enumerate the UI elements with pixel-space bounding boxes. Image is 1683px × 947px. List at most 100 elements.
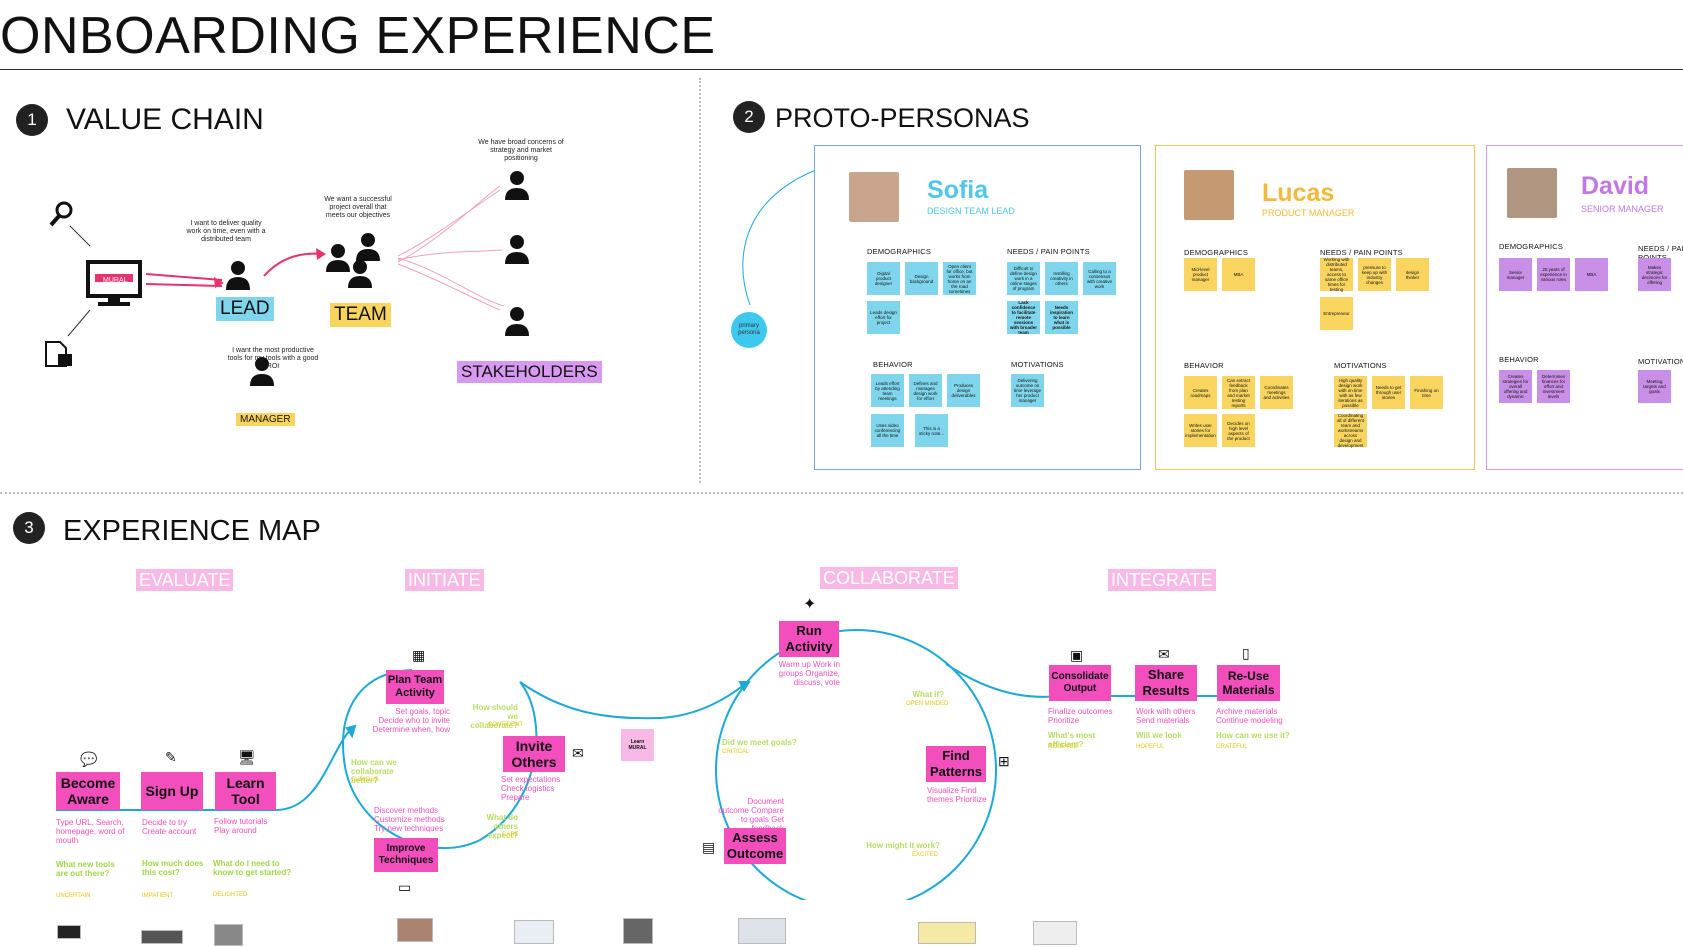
sticky-note[interactable]: MBA [1222,258,1255,291]
document-icon [45,341,72,367]
value-chain-diagram: MURAL [45,171,529,386]
presenter-icon: ✦ [803,596,817,613]
phase-evaluate: EVALUATE [136,569,234,591]
sticky-note[interactable]: Finishing on time [1410,376,1443,409]
step-re-use-materials[interactable]: Re-Use Materials [1217,665,1280,701]
step-consolidate-output[interactable]: Consolidate Output [1049,665,1111,701]
section-title-experience-map: EXPERIENCE MAP [63,515,321,547]
hierarchy-icon: ⊞ [998,753,1010,769]
step-invite-others[interactable]: Invite Others [503,736,565,772]
section-number-3: 3 [13,512,45,544]
monitor-icon: 🖥 [238,749,256,765]
thumbnail-screenshot[interactable] [397,918,433,942]
manager-label: MANAGER [236,413,295,426]
thumbnail-screenshot[interactable] [918,922,976,944]
sticky-note[interactable]: Digital product designer [867,262,900,295]
sticky-note[interactable]: Leads effort by attending team meetings [871,374,904,407]
mail-icon: ✉ [1158,646,1170,662]
sticky-note[interactable]: Calling to a consensus with creative wor… [1083,262,1116,295]
step-improve-techniques[interactable]: Improve Techniques [374,838,438,872]
step-share-results[interactable]: Share Results [1135,665,1197,701]
david-name: David [1581,172,1650,200]
thumbnail-screenshot[interactable] [214,924,243,946]
step-find-patterns[interactable]: Find Patterns [926,746,986,782]
thumbnail-screenshot[interactable] [738,918,786,944]
manager-quote: I want the most productive tools for my … [227,347,319,370]
note-find-actions: Visualize Find themes Prioritize [927,786,987,804]
sticky-note[interactable]: 20 years of experience in various roles [1537,258,1570,291]
chat-icon: 💬 [80,751,98,767]
sticky-note[interactable]: Creates roadmaps [1184,376,1217,409]
thumbnail-screenshot[interactable] [1033,921,1077,945]
manager-person-icon [250,357,274,386]
note-become-aware-question: What new tools are out there? [56,860,115,878]
step-become-aware[interactable]: Become Aware [56,772,120,810]
sticky-note[interactable]: Determines finances for effort and inves… [1537,370,1570,403]
david-avatar [1507,168,1557,218]
thumbnail-screenshot[interactable] [514,920,554,944]
sticky-note[interactable]: Meeting targets and goals [1638,370,1671,403]
note-collab-emotion: CURIOUS [351,777,379,783]
sticky-note[interactable]: Leads design effort for project [867,301,900,334]
sticky-note[interactable]: Working with distributed teams, access t… [1320,257,1353,292]
step-run-activity[interactable]: Run Activity [779,621,839,657]
sticky-note[interactable]: Decides on high level aspects of the pro… [1222,414,1255,447]
sticky-note[interactable]: Defines and manages design work for effo… [909,374,942,407]
note-sign-up-question: How much does this cost? [142,859,204,877]
sticky-note[interactable]: Senior manager [1499,258,1532,291]
step-learn-mural[interactable]: Learn MURAL [621,729,654,761]
team-label: TEAM [330,303,391,327]
lucas-avatar [1184,170,1234,220]
step-assess-outcome[interactable]: Assess Outcome [724,828,786,864]
sticky-note[interactable]: Produces design deliverables [947,374,980,407]
note-learn-emotion: DELIGHTED [213,892,248,898]
lucas-name: Lucas [1262,179,1335,207]
sticky-note[interactable]: High quality design work with on time wi… [1334,376,1367,409]
note-share-question: Will we look [1136,731,1182,740]
sticky-note[interactable]: MBA [1575,258,1608,291]
sticky-note[interactable]: design thinker [1396,258,1429,291]
sticky-note[interactable]: Needs inspiration to learn what is possi… [1045,301,1078,334]
lead-person-icon [226,261,250,290]
sofia-demographics-label: DEMOGRAPHICS [867,247,932,256]
sticky-note[interactable]: Design background [905,262,938,295]
thumbnail-screenshot[interactable] [141,930,183,944]
sticky-note[interactable]: Entrepreneur [1320,297,1353,330]
file-icon: ▯ [1242,645,1250,661]
sticky-note[interactable]: Uses video conferencing all the time [871,414,904,447]
step-learn-tool[interactable]: Learn Tool [215,772,276,810]
step-plan-team-activity[interactable]: Plan Team Activity [386,670,444,704]
sticky-note[interactable]: Can extract feedback from plan and marke… [1222,376,1255,409]
note-reuse-emotion: GRATEFUL [1216,744,1248,750]
sticky-note[interactable]: Creates strategies for overall offering … [1499,370,1532,403]
note-learn-actions: Follow tutorials Play around [214,817,268,835]
sticky-note[interactable]: Instilling creativity in others [1045,262,1078,295]
phase-integrate: INTEGRATE [1108,569,1216,591]
sticky-note[interactable]: Open client for office, but works from h… [943,262,976,295]
note-reuse-actions: Archive materials Continue modeling [1216,707,1283,725]
sticky-note[interactable]: Mid-level product manager [1184,258,1217,291]
note-share-emotion: HOPEFUL [1136,744,1165,750]
step-sign-up[interactable]: Sign Up [141,772,203,810]
sticky-note[interactable]: This is a sticky note... [915,414,948,447]
thumbnail-screenshot[interactable] [623,918,653,944]
thumbnail-screenshot[interactable] [57,925,81,939]
lucas-role: PRODUCT MANAGER [1262,208,1355,218]
edit-icon: ✎ [165,749,177,765]
sticky-note[interactable]: Difficult to define design work in a onl… [1007,262,1040,295]
note-plan-actions: Set goals, topic Decide who to invite De… [372,707,450,734]
sticky-note[interactable]: Writes user stories for implementation [1184,414,1217,447]
persona-card-lucas: Lucas PRODUCT MANAGER DEMOGRAPHICS NEEDS… [1155,145,1475,470]
sticky-note[interactable]: Delivering outcome on time leverage her … [1011,374,1044,407]
note-consolidate-actions: Finalize outcomes Prioritize [1048,707,1113,725]
sticky-note[interactable]: pressure to keep up with industry change… [1358,258,1391,291]
note-invite-actions: Set expectations Check logistics Prepare [501,775,561,802]
sticky-note[interactable]: Lack confidence to facilitate remote ses… [1007,300,1040,335]
sticky-note[interactable]: Coordinates meetings and activities [1260,376,1293,409]
sticky-note[interactable]: Coordinating all of different team and w… [1334,413,1367,448]
sticky-note[interactable]: Makes strategic decisions for offering [1638,258,1671,291]
note-improve-actions: Discover methods Customize methods Try n… [374,806,445,833]
team-people-icon [326,233,380,288]
sticky-note[interactable]: Needs to get through user stories [1372,376,1405,409]
section-title-personas: PROTO-PERSONAS [775,103,1030,133]
